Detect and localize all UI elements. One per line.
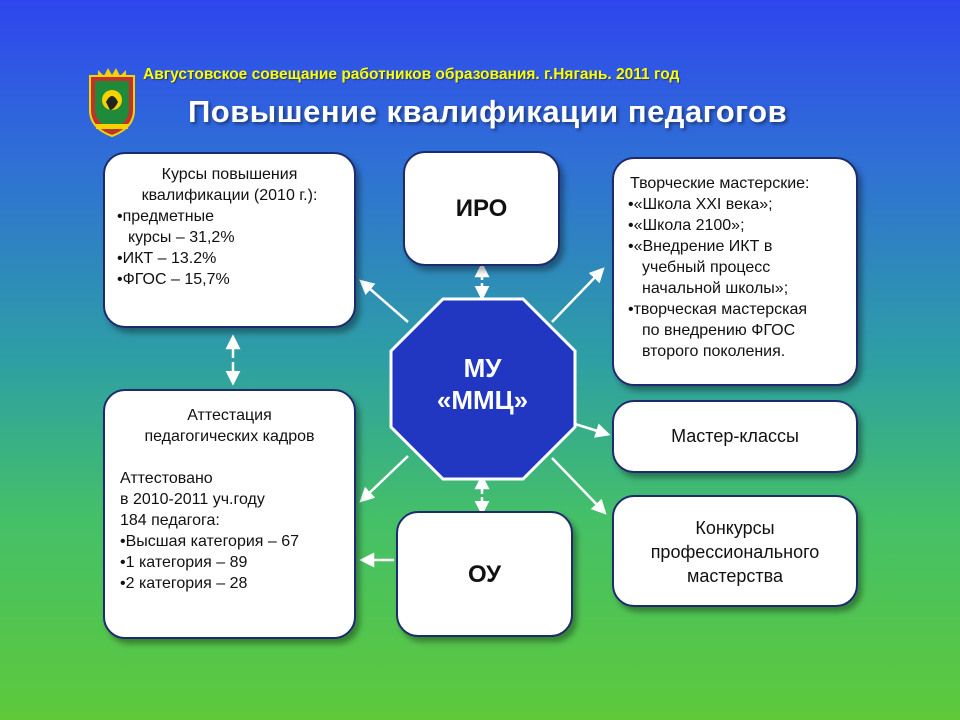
- workshops-box: Творческие мастерские: •«Школа XXI века»…: [612, 157, 858, 386]
- arrow-to-attestation: [359, 455, 409, 503]
- workshops-line-6: начальной школы»;: [642, 280, 789, 297]
- iro-box: ИРО: [403, 151, 560, 266]
- arrow-to-courses: [359, 279, 409, 323]
- ou-box: ОУ: [396, 511, 573, 637]
- attestation-box: Аттестация педагогических кадров Аттесто…: [103, 389, 356, 639]
- center-line-1: МУ: [463, 353, 502, 383]
- iro-label: ИРО: [455, 195, 508, 222]
- workshops-line-7: •творческая мастерская: [628, 301, 808, 318]
- workshops-line-8: по внедрению ФГОС: [642, 322, 796, 339]
- attestation-line-5: 184 педагога:: [120, 512, 220, 529]
- coat-of-arms-icon: [89, 68, 135, 138]
- attestation-line-3: Аттестовано: [120, 470, 213, 487]
- center-label: МУ «ММЦ»: [395, 352, 570, 416]
- attestation-line-7: •1 категория – 89: [120, 554, 248, 571]
- courses-line-6: •ФГОС – 15,7%: [117, 271, 230, 288]
- attestation-line-6: •Высшая категория – 67: [120, 533, 300, 550]
- workshops-line-5: учебный процесс: [642, 259, 771, 276]
- masterclasses-label: Мастер-классы: [671, 426, 799, 446]
- arrow-to-workshops: [551, 267, 605, 323]
- workshops-line-4: •«Внедрение ИКТ в: [628, 238, 773, 255]
- contests-line-2: профессионального: [650, 542, 820, 562]
- workshops-line-1: Творческие мастерские:: [630, 175, 810, 192]
- attestation-line-8: •2 категория – 28: [120, 575, 248, 592]
- arrow-to-contests: [551, 457, 607, 515]
- masterclasses-box: Мастер-классы: [612, 400, 858, 473]
- contests-line-3: мастерства: [686, 566, 784, 586]
- courses-box: Курсы повышения квалификации (2010 г.): …: [103, 152, 356, 328]
- arrow-to-masterclasses: [574, 422, 611, 438]
- ou-label: ОУ: [468, 560, 501, 588]
- courses-line-5: •ИКТ – 13.2%: [117, 250, 217, 267]
- workshops-line-3: •«Школа 2100»;: [628, 217, 745, 234]
- attestation-line-1: Аттестация: [187, 407, 272, 424]
- attestation-line-4: в 2010-2011 уч.году: [120, 491, 265, 508]
- center-line-2: «ММЦ»: [436, 385, 529, 415]
- workshops-line-2: •«Школа XXI века»;: [628, 196, 773, 213]
- courses-line-2: квалификации (2010 г.):: [141, 187, 318, 204]
- courses-line-1: Курсы повышения: [161, 166, 298, 183]
- page-title: Повышение квалификации педагогов: [188, 94, 788, 129]
- contests-box: Конкурсы профессионального мастерства: [612, 495, 858, 607]
- center-octagon: [389, 297, 577, 481]
- meeting-subtitle: Августовское совещание работников образо…: [143, 66, 680, 83]
- contests-line-1: Конкурсы: [695, 518, 775, 538]
- workshops-line-9: второго поколения.: [642, 343, 786, 360]
- attestation-line-2: педагогических кадров: [144, 428, 315, 445]
- courses-line-4: курсы – 31,2%: [128, 229, 235, 246]
- courses-line-3: •предметные: [117, 208, 214, 225]
